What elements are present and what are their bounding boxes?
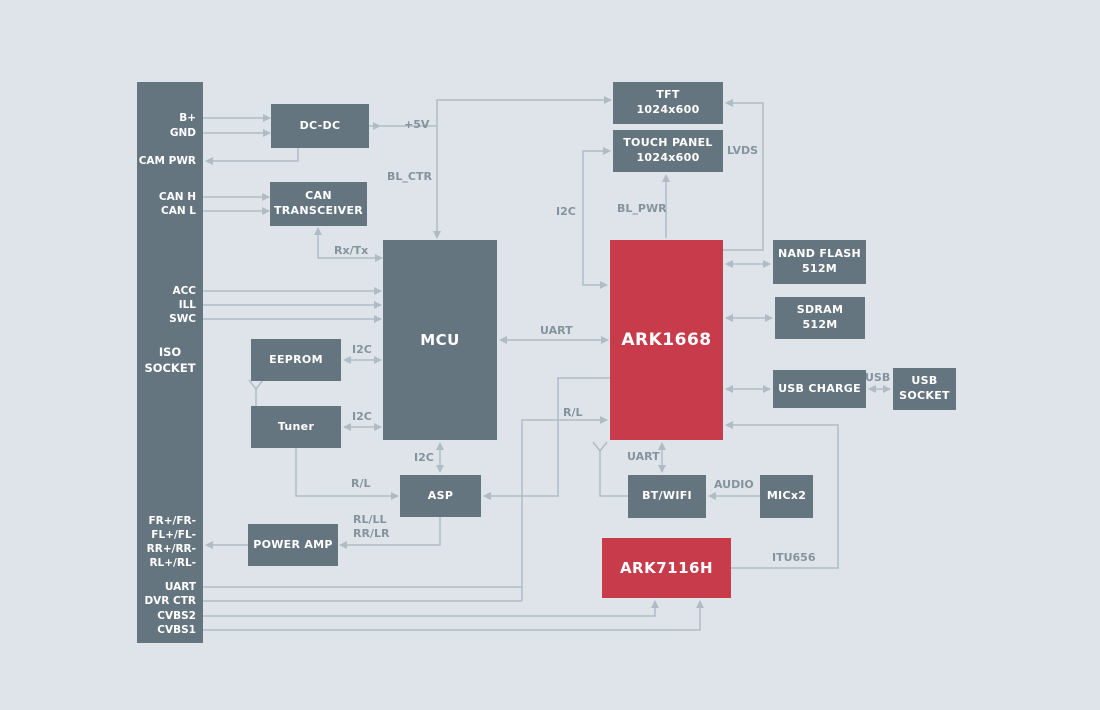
block-micx2: MICx2 xyxy=(760,475,813,518)
pin-swc: SWC xyxy=(169,313,196,325)
pin-can-h: CAN H xyxy=(158,191,196,203)
wire-campwr xyxy=(205,148,299,165)
block-usb-charge: USB CHARGE xyxy=(773,370,866,408)
pin-dvr-ctr: DVR CTR xyxy=(144,595,196,607)
pin-fr: FR+/FR- xyxy=(148,515,196,527)
iso-socket-bar xyxy=(137,82,203,643)
bt-antenna-icon xyxy=(592,441,608,453)
block-tft-line2: 1024x600 xyxy=(636,103,700,116)
block-poweramp-label: POWER AMP xyxy=(253,537,333,551)
block-micx2-label: MICx2 xyxy=(766,489,807,503)
block-mcu: MCU xyxy=(383,240,497,440)
wire-tuner-asp-rl xyxy=(295,448,399,500)
block-tuner-label: Tuner xyxy=(277,419,315,433)
pin-cvbs2: CVBS2 xyxy=(157,610,196,622)
block-usb-socket-line1: USB xyxy=(911,374,938,388)
pin-ill: ILL xyxy=(178,299,196,311)
label-bl-pwr: BL_PWR xyxy=(617,202,667,215)
block-ark1668-label: ARK1668 xyxy=(621,329,712,350)
pin-cam-pwr: CAM PWR xyxy=(138,155,196,167)
wire-cvbs2 xyxy=(203,600,659,617)
iso-socket-title-line2: SOCKET xyxy=(144,361,196,376)
pin-cvbs1: CVBS1 xyxy=(157,624,196,636)
wire-rxtx xyxy=(314,227,383,262)
label-i2c-asp: I2C xyxy=(414,451,434,464)
wire-uartdvr-up-ark xyxy=(521,416,608,601)
label-uart-main: UART xyxy=(540,324,573,337)
label-uart-bt: UART xyxy=(627,450,660,463)
wire-lvds xyxy=(723,99,764,251)
block-dcdc: DC-DC xyxy=(271,104,369,148)
label-audio: AUDIO xyxy=(714,478,754,491)
block-can-transceiver: CAN TRANSCEIVER xyxy=(270,182,367,226)
label-usb: USB xyxy=(865,371,891,384)
label-lvds: LVDS xyxy=(727,144,759,157)
wire-asp-poweramp xyxy=(339,517,441,549)
block-bt-wifi: BT/WIFI xyxy=(628,475,706,518)
block-asp-label: ASP xyxy=(427,488,454,502)
block-poweramp: POWER AMP xyxy=(248,524,338,566)
block-can-line1: CAN xyxy=(305,189,332,203)
wire-itu656 xyxy=(725,421,839,569)
block-usb-charge-label: USB CHARGE xyxy=(778,381,861,395)
block-can-line2: TRANSCEIVER xyxy=(273,204,364,217)
pin-fl: FL+/FL- xyxy=(151,529,196,541)
wire-blctr-tft xyxy=(436,96,612,126)
pin-b-plus: B+ xyxy=(179,112,196,124)
block-dcdc-label: DC-DC xyxy=(299,118,341,132)
pin-acc: ACC xyxy=(172,285,196,297)
block-usb-socket: USB SOCKET xyxy=(893,368,956,410)
tuner-antenna-icon xyxy=(248,379,264,391)
wire-i2c-touch-ark xyxy=(582,147,611,289)
block-ark1668: ARK1668 xyxy=(610,240,723,440)
label-rl-amp-line1: RL/LL xyxy=(353,513,387,526)
label-rxtx: Rx/Tx xyxy=(334,244,369,257)
pin-rl: RL+/RL- xyxy=(149,557,196,569)
block-nand-line2: 512M xyxy=(801,262,838,275)
label-rl-tuner: R/L xyxy=(351,477,371,490)
block-mcu-label: MCU xyxy=(420,330,460,349)
pin-can-l: CAN L xyxy=(161,205,196,217)
block-touch-panel: TOUCH PANEL 1024x600 xyxy=(613,130,723,172)
wire-cvbs1 xyxy=(203,600,704,631)
block-sdram-line1: SDRAM xyxy=(796,303,844,317)
label-i2c-eeprom: I2C xyxy=(352,343,372,356)
block-ark7116h: ARK7116H xyxy=(602,538,731,598)
bt-antenna-stem xyxy=(599,451,628,497)
wire-rl-ark-asp xyxy=(483,377,610,500)
block-touch-line2: 1024x600 xyxy=(636,151,700,164)
block-eeprom-label: EEPROM xyxy=(269,352,323,366)
block-tft: TFT 1024x600 xyxy=(613,82,723,124)
block-tft-line1: TFT xyxy=(656,88,680,102)
iso-socket-title-line1: ISO xyxy=(158,345,182,359)
iso-socket-title: ISO SOCKET xyxy=(137,344,203,376)
block-bt-wifi-label: BT/WIFI xyxy=(642,489,692,503)
label-itu656: ITU656 xyxy=(772,551,816,564)
block-ark7116h-label: ARK7116H xyxy=(619,558,714,577)
block-tuner: Tuner xyxy=(251,406,341,448)
block-eeprom: EEPROM xyxy=(251,339,341,381)
label-rl-amp-line2: RR/LR xyxy=(353,526,390,540)
label-5v: +5V xyxy=(404,118,430,131)
label-rl-amp: RL/LL RR/LR xyxy=(353,513,389,541)
label-bl-ctr: BL_CTR xyxy=(387,170,432,183)
block-nand-flash: NAND FLASH 512M xyxy=(773,240,866,284)
pin-uart: UART xyxy=(164,581,196,593)
block-usb-socket-line2: SOCKET xyxy=(899,389,950,402)
block-sdram: SDRAM 512M xyxy=(775,297,865,339)
pin-rr: RR+/RR- xyxy=(146,543,196,555)
block-touch-line1: TOUCH PANEL xyxy=(623,136,713,150)
block-asp: ASP xyxy=(400,475,481,517)
label-i2c-touch: I2C xyxy=(556,205,576,218)
label-rl-ark: R/L xyxy=(563,406,583,419)
label-i2c-tuner: I2C xyxy=(352,410,372,423)
pin-gnd: GND xyxy=(169,127,196,139)
block-sdram-line2: 512M xyxy=(802,318,838,331)
block-nand-line1: NAND FLASH xyxy=(777,247,862,261)
